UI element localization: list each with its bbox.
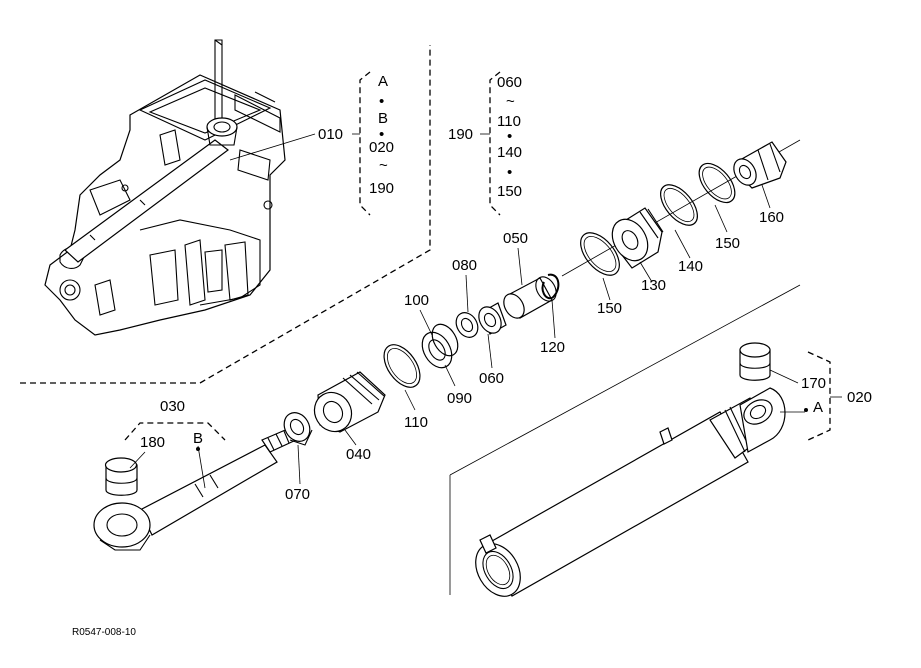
label-150-right: 150: [715, 235, 740, 252]
label-090: 090: [447, 390, 472, 407]
label-100: 100: [404, 292, 429, 309]
label-070: 070: [285, 486, 310, 503]
label-020: 020: [847, 389, 872, 406]
group190-dot2: •: [507, 164, 512, 181]
o-ring-110: [383, 344, 421, 388]
reference-code: R0547-008-10: [72, 627, 136, 638]
bracket-030: [124, 422, 226, 441]
leader-lines: [129, 133, 842, 489]
label-160: 160: [759, 209, 784, 226]
assembly-region-boundary: [20, 45, 431, 384]
label-140: 140: [678, 258, 703, 275]
seal-090: [421, 331, 453, 369]
group190-tilde: ~: [506, 93, 515, 110]
a-marker-dot: [804, 408, 808, 412]
label-a-marker: A: [813, 399, 823, 416]
label-170: 170: [801, 375, 826, 392]
label-110: 110: [404, 414, 428, 431]
ring-100: [431, 323, 459, 357]
group190-140: 140: [497, 144, 522, 161]
nut-070: [283, 412, 313, 446]
gland-130: [611, 207, 664, 269]
group190-060: 060: [497, 74, 522, 91]
group010-dot1: •: [379, 93, 384, 110]
label-040: 040: [346, 446, 371, 463]
label-180: 180: [140, 434, 165, 451]
bushing-180: [104, 457, 138, 496]
label-b-marker: B: [193, 430, 203, 447]
bracket-190: [489, 71, 501, 216]
tractor-frame: [44, 39, 286, 336]
snap-ring-120: [541, 273, 560, 300]
label-010: 010: [318, 126, 343, 143]
o-ring-140: [660, 184, 698, 226]
group010-dot2: •: [379, 126, 384, 143]
label-060: 060: [479, 370, 504, 387]
group010-b: B: [378, 110, 388, 127]
group010-a: A: [378, 73, 388, 90]
group010-tilde: ~: [379, 157, 388, 174]
o-ring-150-right: [698, 162, 736, 204]
piston-040: [313, 371, 386, 433]
lower-region-boundary: [449, 284, 801, 476]
group190-150: 150: [497, 183, 522, 200]
b-marker-dot: [196, 447, 200, 451]
group010-190: 190: [369, 180, 394, 197]
collar-060: [478, 302, 507, 335]
label-120: 120: [540, 339, 565, 356]
label-190: 190: [448, 126, 473, 143]
label-150-left: 150: [597, 300, 622, 317]
label-130: 130: [641, 277, 666, 294]
bushing-170: [739, 342, 771, 381]
bracket-010: [359, 71, 371, 216]
cylinder-tube: [475, 387, 786, 597]
group190-110: 110: [497, 113, 521, 130]
label-050: 050: [503, 230, 528, 247]
o-ring-150-left: [580, 232, 620, 276]
washer-080: [455, 312, 479, 338]
group190-dot1: •: [507, 128, 512, 145]
group010-020: 020: [369, 139, 394, 156]
bracket-020: [807, 351, 831, 441]
label-080: 080: [452, 257, 477, 274]
label-030: 030: [160, 398, 185, 415]
cap-nut-160: [733, 141, 787, 189]
